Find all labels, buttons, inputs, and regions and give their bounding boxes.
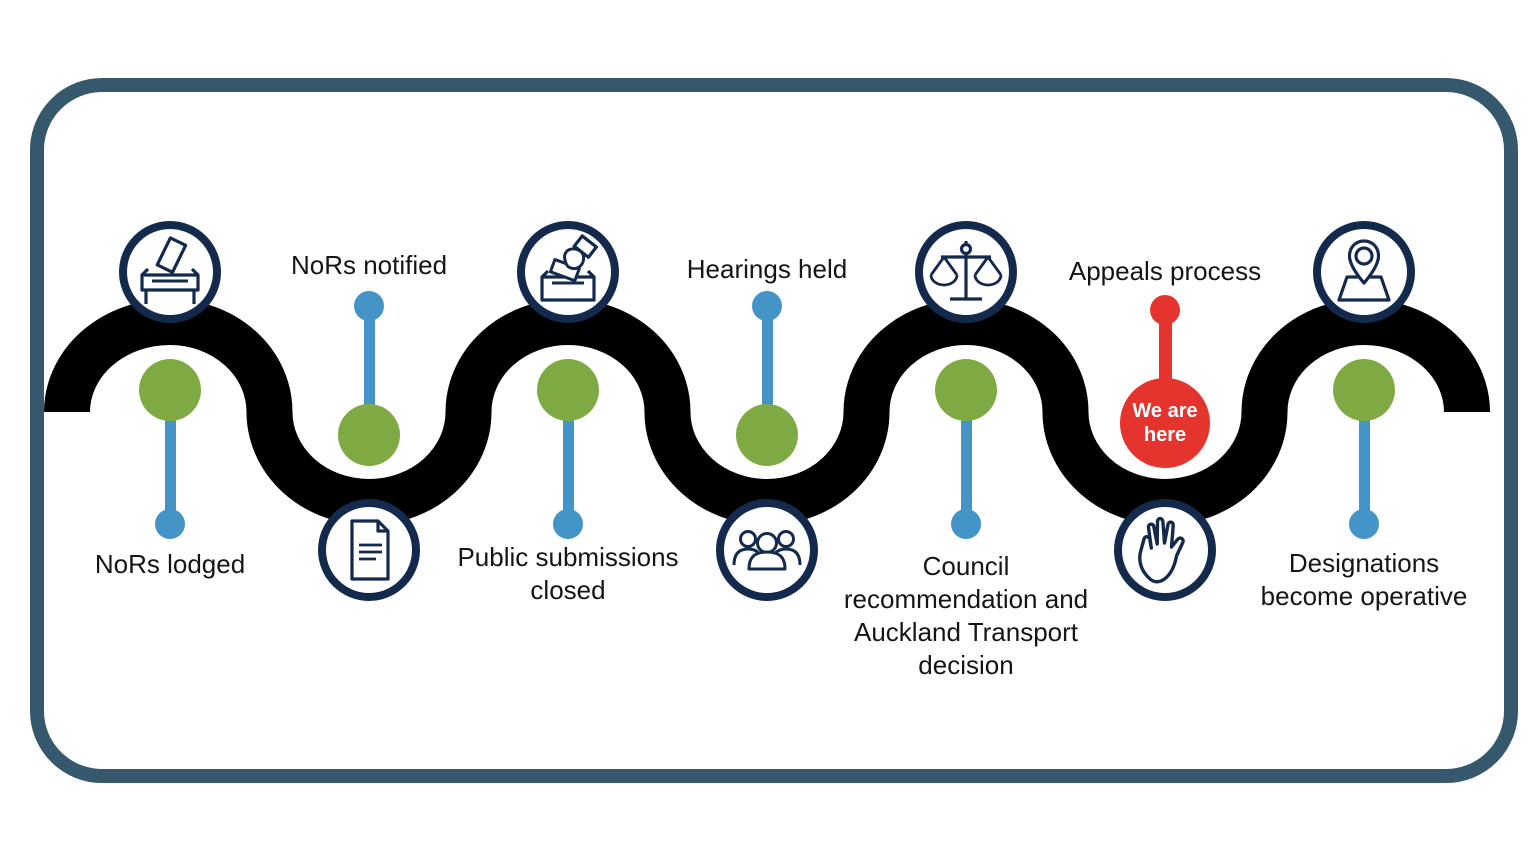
- stop-hand-icon: [1113, 498, 1217, 602]
- stage-label: Hearings held: [686, 254, 848, 284]
- document-icon: [317, 498, 421, 602]
- endpoint-dot: [553, 509, 583, 539]
- stem: [1358, 390, 1370, 524]
- stem: [164, 390, 176, 524]
- stage-label: NoRs lodged: [94, 549, 246, 579]
- scales-icon: [914, 220, 1018, 324]
- stem: [960, 390, 972, 524]
- endpoint-dot: [155, 509, 185, 539]
- people-group-icon: [715, 498, 819, 602]
- ballot-box-icon: [118, 220, 222, 324]
- stage-label: Council recommendation and Auckland Tran…: [843, 551, 1089, 680]
- hand-voting-icon: [516, 220, 620, 324]
- milestone-dot: [736, 404, 798, 466]
- endpoint-dot: [354, 291, 384, 321]
- stem: [761, 306, 773, 435]
- stage-label: Appeals process: [1068, 256, 1262, 286]
- milestone-dot: [139, 359, 201, 421]
- stage-label: Public submissions closed: [457, 542, 679, 605]
- here-endpoint-dot: [1150, 295, 1180, 325]
- milestone-dot: [935, 359, 997, 421]
- we-are-here-marker: We are here: [1120, 378, 1210, 468]
- stage-label: NoRs notified: [290, 250, 448, 280]
- endpoint-dot: [1349, 509, 1379, 539]
- stage-label: Designations become operative: [1260, 548, 1468, 611]
- milestone-dot: [338, 404, 400, 466]
- endpoint-dot: [752, 291, 782, 321]
- stem: [363, 306, 375, 435]
- milestone-dot: [537, 359, 599, 421]
- milestone-dot: [1333, 359, 1395, 421]
- stem: [562, 390, 574, 524]
- endpoint-dot: [951, 509, 981, 539]
- frame-border: [30, 78, 1518, 783]
- map-pin-icon: [1312, 220, 1416, 324]
